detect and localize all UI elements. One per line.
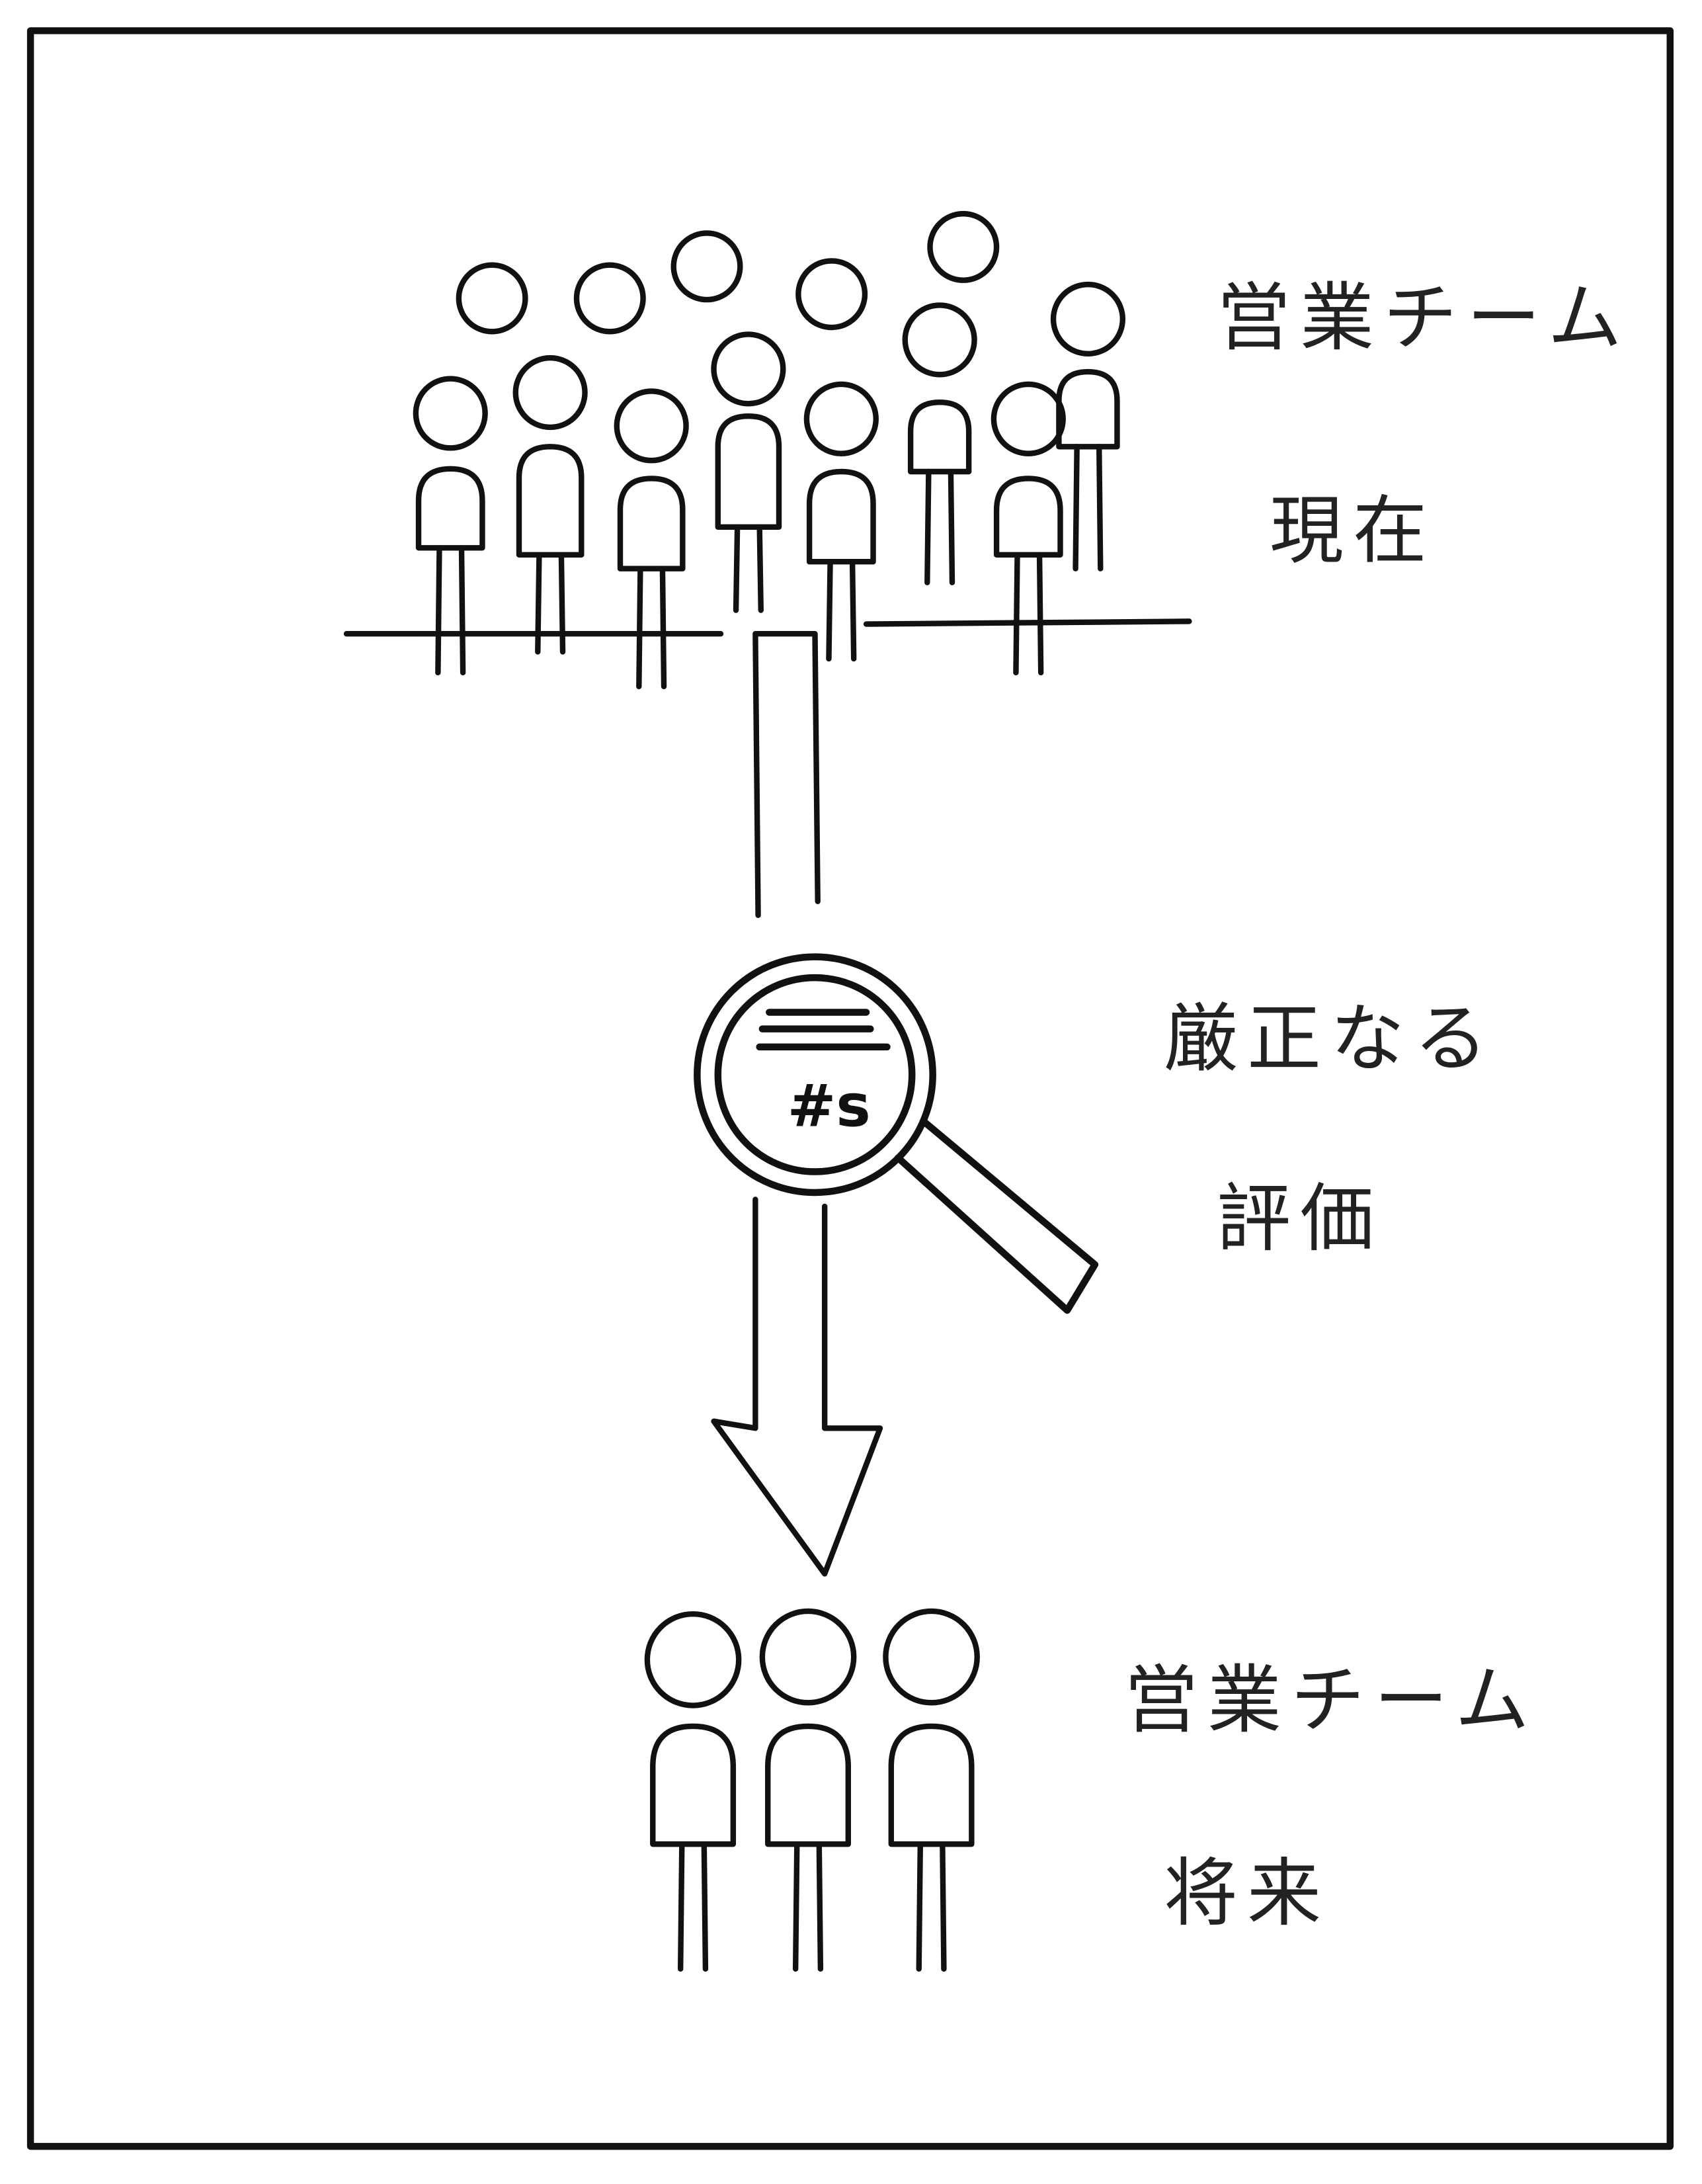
person-icon bbox=[883, 1608, 980, 1972]
person-icon bbox=[1050, 281, 1126, 571]
person-icon bbox=[991, 381, 1066, 676]
person-icon bbox=[456, 262, 528, 335]
person-icon bbox=[927, 210, 1000, 283]
person-icon bbox=[670, 230, 743, 303]
label-future-team-line2: 将来 bbox=[1164, 1851, 1330, 1937]
arrow bbox=[711, 631, 883, 1577]
magnifier-text: #s bbox=[788, 1071, 871, 1140]
person-icon bbox=[413, 376, 488, 676]
person-icon bbox=[795, 258, 868, 331]
person-icon bbox=[644, 1611, 742, 1972]
label-evaluation-line1: 厳正なる bbox=[1164, 996, 1497, 1082]
label-current-team: 営業チーム 現在 bbox=[1217, 258, 1631, 578]
person-icon bbox=[902, 302, 977, 585]
person-icon bbox=[803, 381, 879, 662]
current-team-group bbox=[413, 210, 1126, 690]
label-future-team: 営業チーム 将来 bbox=[1124, 1640, 1539, 1941]
label-evaluation: 厳正なる 評価 bbox=[1164, 979, 1497, 1266]
person-icon bbox=[512, 355, 588, 655]
label-current-team-line2: 現在 bbox=[1270, 488, 1436, 574]
label-current-team-line1: 営業チーム bbox=[1217, 275, 1631, 361]
page-border bbox=[26, 27, 1674, 2150]
person-icon bbox=[759, 1608, 857, 1972]
person-icon bbox=[614, 388, 689, 690]
label-future-team-line1: 営業チーム bbox=[1124, 1658, 1539, 1743]
person-icon bbox=[573, 262, 646, 335]
future-team-group bbox=[644, 1608, 980, 1972]
person-icon bbox=[711, 331, 786, 613]
magnifier-icon: #s bbox=[694, 953, 1099, 1314]
label-evaluation-line2: 評価 bbox=[1217, 1176, 1383, 1262]
ground-line-right bbox=[863, 618, 1192, 627]
